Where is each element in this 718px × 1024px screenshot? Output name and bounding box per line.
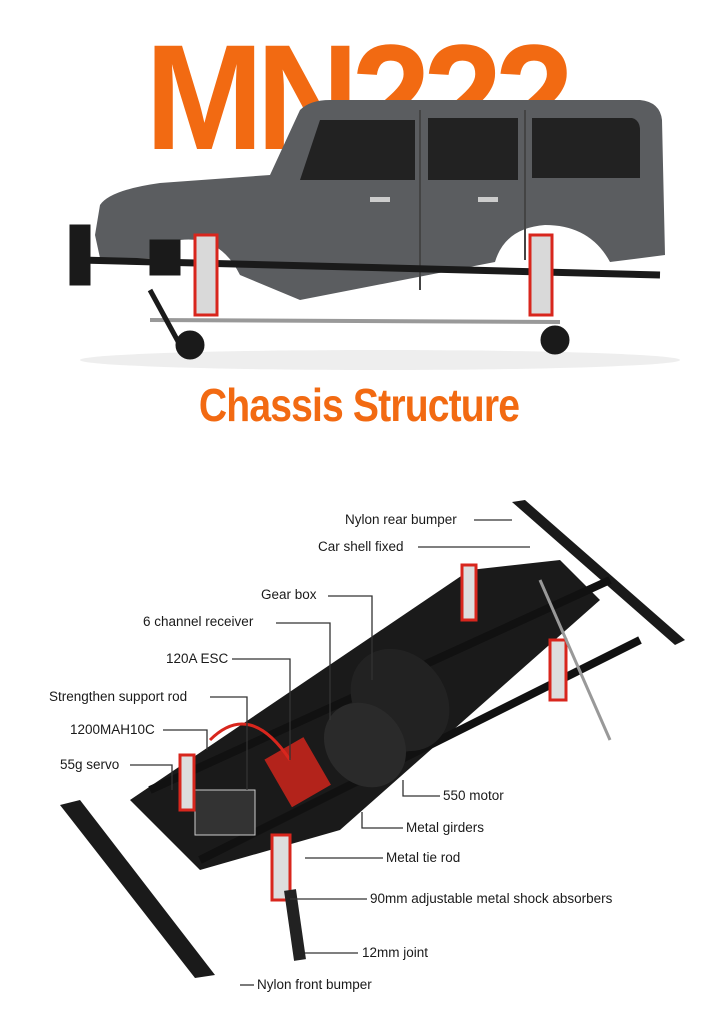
label-motor: 550 motor <box>443 788 504 803</box>
label-rear-bumper: Nylon rear bumper <box>345 512 457 527</box>
label-battery: 1200MAH10C <box>70 722 155 737</box>
label-servo: 55g servo <box>60 757 120 772</box>
label-shell-fixed: Car shell fixed <box>318 539 404 554</box>
jeep-body-shell <box>80 100 680 370</box>
section-title: Chassis Structure <box>198 379 520 431</box>
chassis-diagram <box>60 500 685 978</box>
label-joint: 12mm joint <box>362 945 429 960</box>
label-support-rod: Strengthen support rod <box>49 689 188 704</box>
top-chassis <box>69 224 661 360</box>
label-receiver: 6 channel receiver <box>143 614 254 629</box>
label-girders: Metal girders <box>406 820 485 835</box>
leader-lines <box>130 519 530 986</box>
label-shocks: 90mm adjustable metal shock absorbers <box>370 891 613 906</box>
label-tie-rod: Metal tie rod <box>386 850 461 865</box>
label-gear-box: Gear box <box>261 587 317 602</box>
label-esc: 120A ESC <box>166 651 229 666</box>
label-front-bumper: Nylon front bumper <box>257 977 372 992</box>
